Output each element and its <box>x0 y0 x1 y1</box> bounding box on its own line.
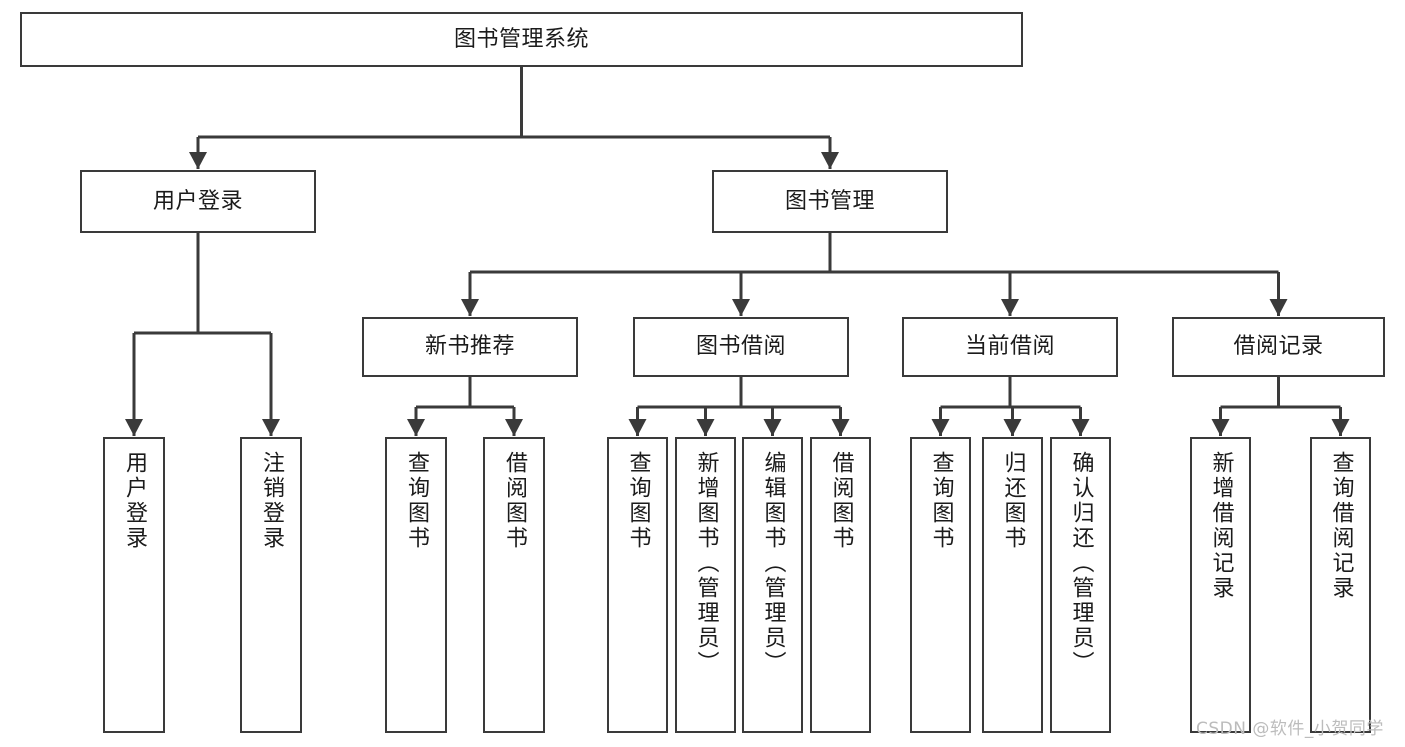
arrow-head-leaf-user-login <box>125 419 143 436</box>
node-leaf-br-add[interactable]: 新增借阅记录 <box>1190 437 1251 733</box>
arrow-head-leaf-rec-query <box>407 419 425 436</box>
arrow-head-current-borrow <box>1001 299 1019 316</box>
arrow-head-leaf-user-logout <box>262 419 280 436</box>
node-label: 图书借阅 <box>695 334 786 360</box>
node-label: 新增借阅记录 <box>1208 451 1234 601</box>
node-label: 查询图书 <box>404 451 429 551</box>
node-leaf-cb-confirm[interactable]: 确认归还（管理员） <box>1050 437 1111 733</box>
arrow-head-leaf-bb-query <box>628 419 647 436</box>
node-label: 借阅图书 <box>502 451 527 551</box>
node-label: 查询图书 <box>928 451 954 551</box>
arrow-head-leaf-bb-add <box>696 419 715 436</box>
node-label: 当前借阅 <box>964 334 1055 360</box>
arrow-head-leaf-rec-borrow <box>505 419 523 436</box>
arrow-head-leaf-cb-return <box>1003 419 1022 436</box>
node-current-borrow[interactable]: 当前借阅 <box>902 317 1118 377</box>
node-label: 借阅记录 <box>1233 334 1324 360</box>
node-leaf-bb-add[interactable]: 新增图书（管理员） <box>675 437 736 733</box>
arrow-head-leaf-bb-edit <box>763 419 782 436</box>
node-label: 借阅图书 <box>828 451 854 551</box>
arrow-head-leaf-br-query <box>1331 419 1350 436</box>
node-label: 用户登录 <box>152 188 243 214</box>
node-leaf-user-logout[interactable]: 注销登录 <box>240 437 302 733</box>
node-book-manage[interactable]: 图书管理 <box>712 170 948 233</box>
node-leaf-rec-borrow[interactable]: 借阅图书 <box>483 437 545 733</box>
node-label: 用户登录 <box>122 451 147 551</box>
node-leaf-br-query[interactable]: 查询借阅记录 <box>1310 437 1371 733</box>
arrow-head-borrow-record <box>1269 299 1288 316</box>
node-leaf-cb-return[interactable]: 归还图书 <box>982 437 1043 733</box>
node-label: 查询图书 <box>625 451 651 551</box>
arrow-head-leaf-cb-query <box>931 419 950 436</box>
node-new-book-rec[interactable]: 新书推荐 <box>362 317 578 377</box>
node-label: 注销登录 <box>259 451 284 551</box>
arrow-head-new-book-rec <box>461 299 479 316</box>
arrow-head-book-borrow <box>732 299 750 316</box>
node-leaf-rec-query[interactable]: 查询图书 <box>385 437 447 733</box>
node-label: 图书管理 <box>784 188 875 214</box>
node-label: 图书管理系统 <box>453 26 589 52</box>
arrow-head-leaf-bb-borrow <box>831 419 850 436</box>
node-borrow-record[interactable]: 借阅记录 <box>1172 317 1385 377</box>
arrow-head-leaf-br-add <box>1211 419 1230 436</box>
arrow-head-leaf-cb-confirm <box>1071 419 1090 436</box>
node-root[interactable]: 图书管理系统 <box>20 12 1023 67</box>
node-label: 确认归还（管理员） <box>1068 451 1094 676</box>
node-leaf-bb-borrow[interactable]: 借阅图书 <box>810 437 871 733</box>
node-label: 新增图书（管理员） <box>693 451 719 676</box>
node-label: 编辑图书（管理员） <box>760 451 786 676</box>
node-label: 查询借阅记录 <box>1328 451 1354 601</box>
node-leaf-user-login[interactable]: 用户登录 <box>103 437 165 733</box>
node-label: 新书推荐 <box>424 334 515 360</box>
node-leaf-cb-query[interactable]: 查询图书 <box>910 437 971 733</box>
node-label: 归还图书 <box>1000 451 1026 551</box>
node-book-borrow[interactable]: 图书借阅 <box>633 317 849 377</box>
node-user-login[interactable]: 用户登录 <box>80 170 316 233</box>
node-leaf-bb-edit[interactable]: 编辑图书（管理员） <box>742 437 803 733</box>
node-leaf-bb-query[interactable]: 查询图书 <box>607 437 668 733</box>
arrow-head-user-login <box>189 152 207 169</box>
arrow-head-book-manage <box>821 152 839 169</box>
